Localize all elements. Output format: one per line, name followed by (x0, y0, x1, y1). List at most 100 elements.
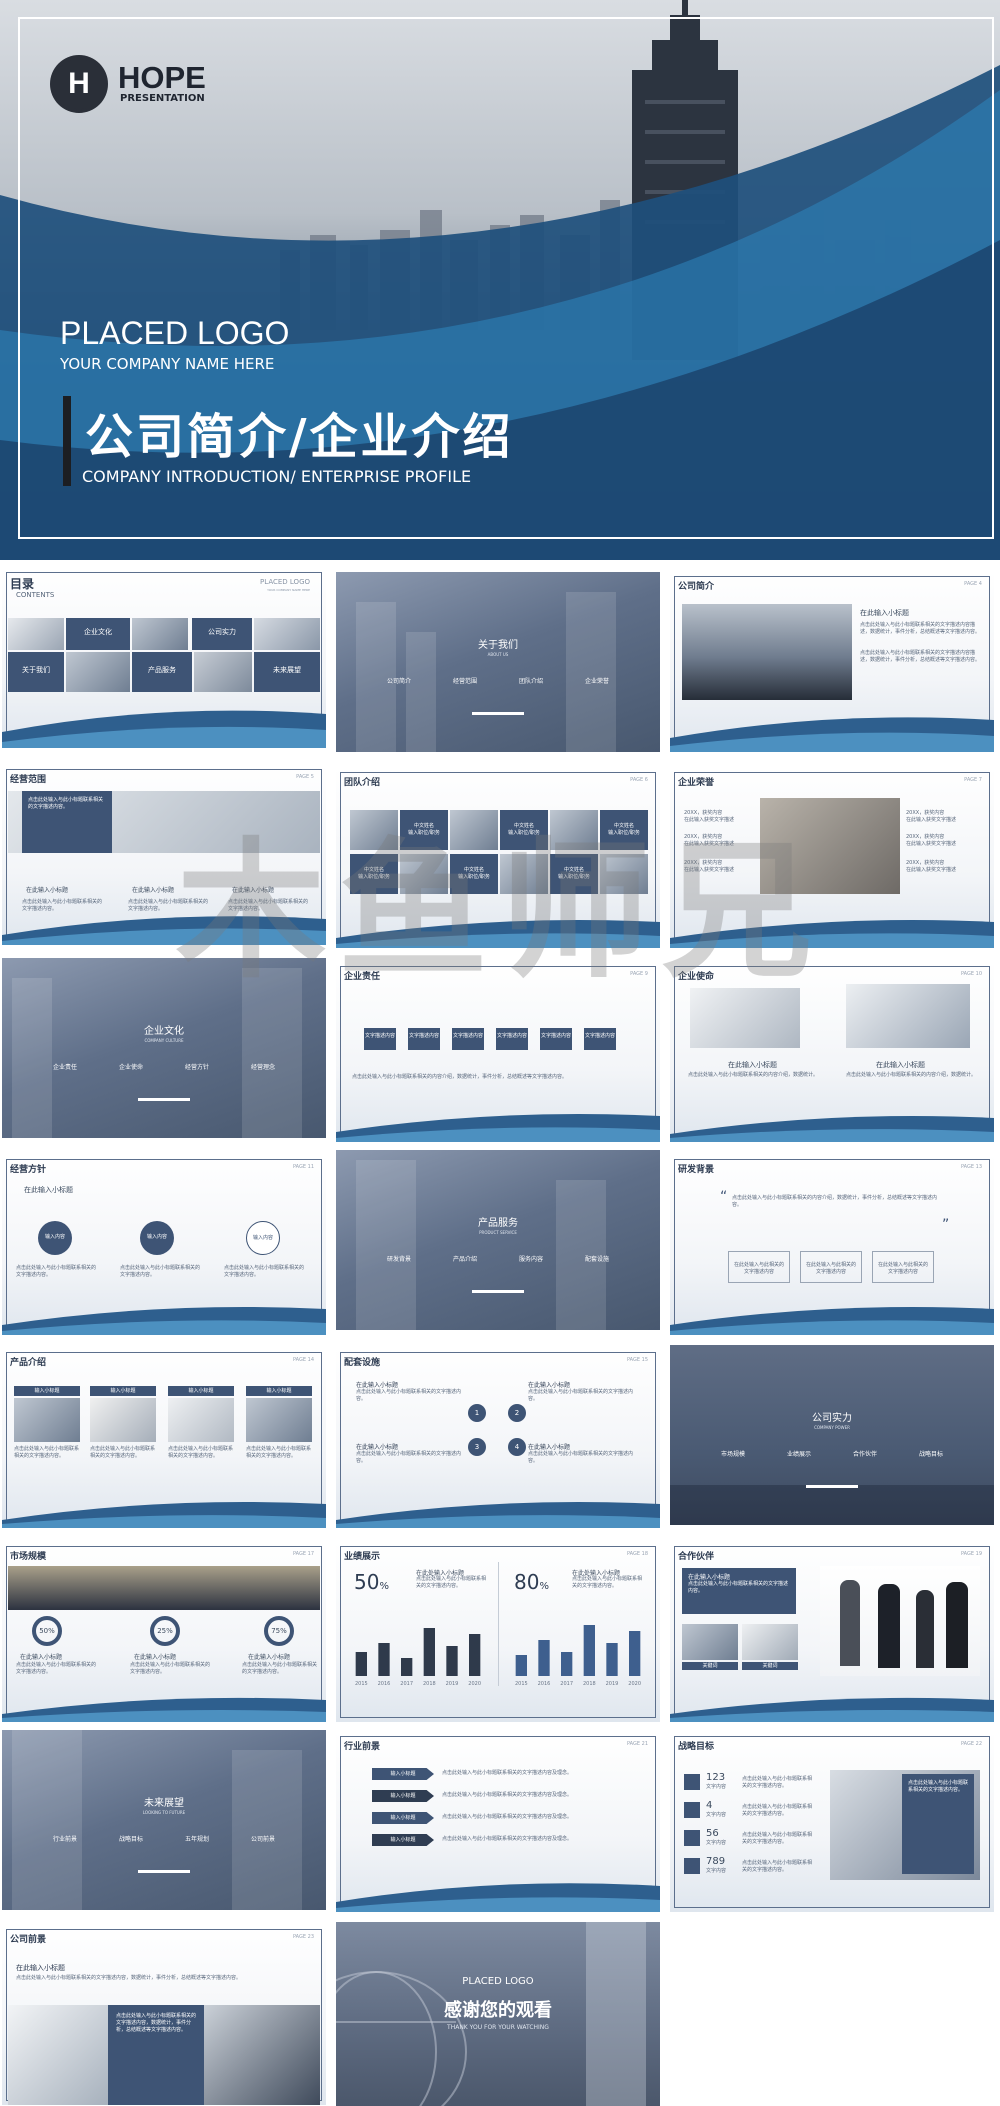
slide-team[interactable]: 团队介绍 PAGE 6 中文姓名输入职位/职务 中文姓名输入职位/职务 中文姓名… (336, 768, 660, 948)
section-nav: 企业责任 企业使命 经营方针 经营理念 (32, 1062, 296, 1071)
nav-item[interactable]: 战略目标 (918, 1451, 943, 1458)
nav-item[interactable]: 合作伙伴 (852, 1451, 877, 1458)
slide-culture[interactable]: 企业文化 COMPANY CULTURE 企业责任企业使命经营方针经营理念 (2, 958, 326, 1138)
nav-item[interactable]: 公司前景 (250, 1836, 275, 1843)
market-pct: 75% (264, 1616, 294, 1646)
slide-about[interactable]: 关于我们 ABOUT US 公司简介经营范围团队介绍企业荣誉 (336, 572, 660, 752)
intro-tab: 输入小标题 (246, 1386, 312, 1396)
industry-chip: 输入小标题 (372, 1790, 434, 1802)
industry-text: 点击此处输入与此小标题联系相关的文字描述内容及理念。 (442, 1836, 573, 1842)
nav-item[interactable]: 团队介绍 (518, 678, 543, 685)
policy-circle: 输入内容 (140, 1221, 174, 1255)
nav-item[interactable]: 服务内容 (518, 1256, 543, 1263)
team-card[interactable]: 中文姓名输入职位/职务 (450, 854, 498, 894)
slide-duty[interactable]: 企业责任 PAGE 9 文字描述内容 文字描述内容 文字描述内容 文字描述内容 … (336, 962, 660, 1142)
contents-item[interactable]: 企业文化 (66, 618, 130, 650)
page-number: PAGE 13 (960, 1164, 982, 1170)
strategy-num-sub: 文字内容 (706, 1784, 727, 1790)
nav-item[interactable]: 业绩展示 (786, 1451, 811, 1458)
nav-item[interactable]: 经营方针 (184, 1064, 209, 1071)
perf-year-label: 2018 (423, 1681, 436, 1687)
slide-strategy[interactable]: 战略目标 PAGE 22 123 文字内容 4 文字内容 56 文字内容 789… (670, 1732, 994, 1912)
slide-power[interactable]: 公司实力 COMPANY POWER 市场规模业绩展示合作伙伴战略目标 (670, 1345, 994, 1525)
strategy-text: 点击此处输入与此小标题联系相关的文字描述内容。 (742, 1860, 813, 1873)
slide-industry[interactable]: 行业前景 PAGE 21 输入小标题 点击此处输入与此小标题联系相关的文字描述内… (336, 1732, 660, 1912)
prospect-heading: 在此输入小标题 (16, 1964, 65, 1972)
page-number: PAGE 23 (292, 1934, 314, 1940)
wave-decoration (2, 916, 326, 945)
perf-bar (378, 1643, 390, 1676)
nav-item[interactable]: 配套设施 (584, 1256, 609, 1263)
slide-profile[interactable]: 公司简介 PAGE 4 在此输入小标题 点击此处输入与此小标题联系相关的文字描述… (670, 572, 994, 752)
team-card[interactable]: 中文姓名输入职位/职务 (350, 854, 398, 894)
slide-thanks[interactable]: PLACED LOGO 感谢您的观看 THANK YOU FOR YOUR WA… (336, 1922, 660, 2106)
slide-scope[interactable]: 经营范围 PAGE 5 点击此处输入与此小标题联系相关的文字描述内容。 在此输入… (2, 765, 326, 945)
honor-item: 20XX，获奖内容在此输入获奖文字描述 (684, 810, 735, 823)
page-number: PAGE 17 (292, 1551, 314, 1557)
profile-photo (682, 604, 852, 700)
intro-text: 点击此处输入与此小标题联系相关的文字描述内容。 (168, 1446, 234, 1459)
section-sub: PRODUCT SERVICE (479, 1230, 517, 1235)
nav-item[interactable]: 五年规划 (184, 1836, 209, 1843)
strategy-icon (684, 1802, 700, 1818)
perf-bar (606, 1643, 618, 1676)
contents-item[interactable]: 产品服务 (132, 652, 192, 692)
team-card[interactable]: 中文姓名输入职位/职务 (400, 810, 448, 850)
slide-prospect[interactable]: 公司前景 PAGE 23 在此输入小标题 点击此处输入与此小标题联系相关的文字描… (2, 1925, 326, 2105)
slide-contents[interactable]: 目录 CONTENTS PLACED LOGO YOUR COMPANY NAM… (2, 568, 326, 748)
perf-year-label: 2019 (606, 1681, 619, 1687)
slide-market[interactable]: 市场规模 PAGE 17 50% 25% 75% 在此输入小标题 在此输入小标题… (2, 1542, 326, 1722)
section-underline (138, 1098, 190, 1101)
partner-caption: 关键词 (682, 1662, 738, 1670)
contents-item[interactable]: 未来展望 (254, 652, 320, 692)
nav-item[interactable]: 企业荣誉 (584, 678, 609, 685)
title-accent-bar (63, 396, 71, 486)
slide-intro[interactable]: 产品介绍 PAGE 14 输入小标题 输入小标题 输入小标题 输入小标题 点击此… (2, 1348, 326, 1528)
strategy-num-sub: 文字内容 (706, 1868, 727, 1874)
perf-text: 点击此处输入与此小标题联系相关的文字描述内容。 (416, 1576, 487, 1589)
slide-performance[interactable]: 业绩展示 PAGE 18 50% 80% 在此处输入小标题 点击此处输入与此小标… (336, 1542, 660, 1722)
team-card[interactable]: 中文姓名输入职位/职务 (550, 854, 598, 894)
facility-block: 在此输入小标题点击此处输入与此小标题联系相关的文字描述内容。 (528, 1444, 634, 1464)
honor-item: 20XX，获奖内容在此输入获奖文字描述 (906, 834, 957, 847)
nav-item[interactable]: 行业前景 (52, 1836, 77, 1843)
page-number: PAGE 4 (964, 581, 982, 587)
nav-item[interactable]: 企业责任 (52, 1064, 77, 1071)
strategy-text: 点击此处输入与此小标题联系相关的文字描述内容。 (742, 1804, 813, 1817)
nav-item[interactable]: 战略目标 (118, 1836, 143, 1843)
brand-sub: PRESENTATION (120, 93, 205, 104)
section-title: 关于我们 (478, 640, 518, 651)
slide-mission[interactable]: 企业使命 PAGE 10 在此输入小标题 在此输入小标题 点击此处输入与此小标题… (670, 962, 994, 1142)
slide-future[interactable]: 未来展望 LOOKING TO FUTURE 行业前景战略目标五年规划公司前景 (2, 1730, 326, 1910)
slide-research[interactable]: 研发背景 PAGE 13 “ 点击此处输入与此小标题联系相关的内容介绍，数据统计… (670, 1155, 994, 1335)
slide-title: 公司前景 (10, 1935, 47, 1945)
mission-text: 点击此处输入与此小标题联系相关的内容介绍，数据统计。 (846, 1072, 977, 1078)
wave-decoration (336, 1114, 660, 1142)
prospect-box: 点击此处输入与此小标题联系相关的文字描述内容，数据统计，事件分析，总结概述等文字… (108, 2005, 204, 2105)
policy-circle: 输入内容 (246, 1221, 280, 1255)
slide-partners[interactable]: 合作伙伴 PAGE 19 在此输入小标题点击此处输入与此小标题联系相关的文字描述… (670, 1542, 994, 1722)
profile-text: 点击此处输入与此小标题联系相关的文字描述内容描述，数据统计，事件分析，总结概述等… (860, 622, 981, 635)
facility-number: 2 (508, 1404, 526, 1422)
scope-text: 点击此处输入与此小标题联系相关的文字描述内容。 (22, 899, 103, 912)
nav-item[interactable]: 经营理念 (250, 1064, 275, 1071)
slide-facility[interactable]: 配套设施 PAGE 15 在此输入小标题点击此处输入与此小标题联系相关的文字描述… (336, 1348, 660, 1528)
nav-item[interactable]: 市场规模 (720, 1451, 745, 1458)
nav-item[interactable]: 公司简介 (386, 678, 411, 685)
nav-item[interactable]: 经营范围 (452, 678, 477, 685)
slide-title: 经营范围 (10, 775, 47, 785)
nav-item[interactable]: 企业使命 (118, 1064, 143, 1071)
honor-item: 20XX，获奖内容在此输入获奖文字描述 (684, 834, 735, 847)
team-card[interactable]: 中文姓名输入职位/职务 (600, 810, 648, 850)
nav-item[interactable]: 产品介绍 (452, 1256, 477, 1263)
slide-product[interactable]: 产品服务 PRODUCT SERVICE 研发背景产品介绍服务内容配套设施 (336, 1150, 660, 1330)
team-card[interactable]: 中文姓名输入职位/职务 (500, 810, 548, 850)
perf-year-label: 2016 (538, 1681, 551, 1687)
nav-item[interactable]: 研发背景 (386, 1256, 411, 1263)
slide-policy[interactable]: 经营方针 PAGE 11 在此输入小标题 输入内容 输入内容 输入内容 点击此处… (2, 1155, 326, 1335)
contents-item[interactable]: 公司实力 (192, 618, 252, 650)
slide-title: 研发背景 (678, 1165, 715, 1175)
slide-honor[interactable]: 企业荣誉 PAGE 7 20XX，获奖内容在此输入获奖文字描述 20XX，获奖内… (670, 768, 994, 948)
cover-subtitle: COMPANY INTRODUCTION/ ENTERPRISE PROFILE (82, 467, 472, 486)
contents-item[interactable]: 关于我们 (8, 652, 64, 692)
